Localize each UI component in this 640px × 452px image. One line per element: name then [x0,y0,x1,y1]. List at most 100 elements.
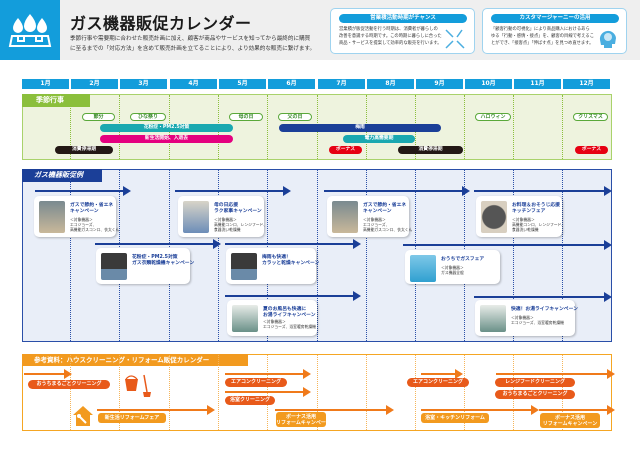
month-divider [562,95,563,159]
card-title: 梅雨も快適！ カラッと乾燥キャンペーン [262,255,320,266]
campaign-arrow [35,186,131,196]
campaign-card[interactable]: おうちでガスフェア ＜対象機器＞ ガス機器全般 [405,250,500,284]
month-divider [513,95,514,159]
product-photo [480,305,506,332]
month-header-10: 10月 [465,79,512,89]
month-divider [70,355,71,430]
product-photo [231,253,257,280]
month-divider [415,355,416,430]
month-divider [464,95,465,159]
month-divider [464,355,465,430]
reform-arrow [539,405,615,415]
reform-arrow [421,405,539,415]
brain-head-icon [596,28,618,50]
event-fathers-day: 父の日 [278,113,312,121]
info-box-customer-journey: カスタマージャーニーの活用 「顧客行動の可視化」により商品購入におけるあら ゆる… [482,8,627,54]
product-photo [410,255,436,282]
reform-arrow [97,405,215,415]
bar-rainy-season: 梅雨 [279,124,441,132]
card-title: 夏のお風呂も快適に お湯ライフキャンペーン [263,307,316,318]
month-divider [317,355,318,430]
reform-arrow [275,405,394,415]
campaign-arrow [225,239,361,249]
reform-arrow [225,369,311,379]
month-header-4: 4月 [170,79,217,89]
pill-rangehood-cleaning: レンジフードクリーニング [495,378,575,387]
box-bonus-reform-winter: ボーナス活用 リフォームキャンペーン [540,413,600,428]
campaign-card[interactable]: 夏のお風呂も快適に お湯ライフキャンペーン ＜対象機器＞ エコジョーズ、浴室暖房… [227,300,317,336]
product-photo [332,201,358,233]
month-divider [218,355,219,430]
info-box-title: 営業積活動時期がチャンス [339,14,467,23]
bucket-broom-icon [122,373,152,401]
card-title: おうちでガスフェア [441,257,485,262]
box-new-life-reform: 新生活リフォームフェア [98,413,166,423]
month-divider [267,95,268,159]
campaign-arrow [474,186,612,196]
bar-bonus-summer: ボーナス [329,146,362,154]
pill-whole-house-cleaning-2: おうちまるごとクリーニング [495,390,575,399]
campaign-card[interactable]: 快適！お湯ライフキャンペーン ＜対象機器＞ エコジョーズ、浴室暖房乾燥機 [475,300,578,336]
box-bonus-reform-summer: ボーナス活用 リフォームキャンペーン [276,412,331,427]
card-title: 快適！お湯ライフキャンペーン [511,307,578,312]
pill-aircon-cleaning-2: エアコンクリーニング [407,378,469,387]
event-mothers-day: 母の日 [229,113,263,121]
campaign-card[interactable]: ガスで節約・省エネ キャンペーン ＜対象機器＞ エコジョーズ、 高機能ガスコンロ… [327,196,412,237]
bar-power-demand: 電力高需要期 [343,135,415,143]
card-title: 母の日応援 ラク家事キャンペーン [214,203,262,214]
card-target-products: ＜対象機器＞ 高機能コンロ、レンジフード、 食器洗い乾燥機 [512,217,566,232]
event-halloween: ハロウィン [475,113,511,121]
campaign-arrow [225,291,361,301]
month-header-11: 11月 [514,79,561,89]
house-wrench-icon [72,405,94,427]
month-header-7: 7月 [318,79,365,89]
bar-consumption-slump-2: 消費停滞期 [398,146,463,154]
month-divider [70,170,71,341]
campaign-card[interactable]: ガスで節約・省エネ キャンペーン ＜対象機器＞ エコジョーズ、 高機能ガスコンロ… [34,196,120,237]
event-christmas: クリスマス [573,113,608,121]
month-divider [366,170,367,341]
event-hinamatsuri: ひな祭り [130,113,166,121]
month-header-9: 9月 [416,79,463,89]
info-box-text: 営業積が販促活動を行う時期は、消費者が暮らしの 改善を意識する時期です。この時期… [339,27,442,46]
reform-arrow [24,369,72,379]
product-photo [183,201,209,233]
campaign-arrow [474,292,612,302]
product-photo [39,201,65,233]
month-header-6: 6月 [268,79,315,89]
campaign-card[interactable]: 母の日応援 ラク家事キャンペーン ＜対象機器＞ 高機能コンロ、レンジフード、 食… [178,196,268,237]
bar-consumption-slump-1: 消費停滞期 [55,146,113,154]
month-divider [513,170,514,341]
product-photo [481,201,507,233]
reform-section-label: 参考資料：ハウスクリーニング・リフォーム販促カレンダー [22,354,248,366]
product-photo [232,305,258,332]
month-divider [562,170,563,341]
info-box-text: 「顧客行動の可視化」により商品購入におけるあら ゆる「行動・感情・接点」を、顧客… [491,27,594,46]
reform-arrow [225,387,311,397]
bar-bonus-winter: ボーナス [575,146,608,154]
card-target-products: ＜対象機器＞ 高機能コンロ、レンジフード、 食器洗い乾燥機 [214,217,268,232]
pill-aircon-cleaning: エアコンクリーニング [225,378,287,387]
campaign-card[interactable]: 梅雨も快適！ カラッと乾燥キャンペーン [226,248,320,284]
seasonal-section-label: 季節行事 [22,94,90,107]
campaign-card[interactable]: 花粉症・PM2.5対策 ガス衣類乾燥機キャンペーン [96,248,194,284]
pill-whole-house-cleaning: おうちまるごとクリーニング [28,380,110,389]
campaign-arrow [403,240,612,250]
card-target-products: ＜対象機器＞ エコジョーズ、 高機能ガスコンロ、衣太くん [70,217,120,232]
converging-arrows-icon [444,28,466,50]
product-photo [101,253,127,280]
page-title: ガス機器販促カレンダー [70,14,252,33]
month-divider [366,355,367,430]
description-line-1: 季節行事や需要期に合わせた販売計画に加え、顧客が商品やサービスを知ってから最終的… [70,36,311,42]
month-divider [70,95,71,159]
bar-new-life: 新生活開始、入退去 [100,135,233,143]
card-title: ガスで節約・省エネ キャンペーン [363,203,407,214]
month-divider [119,355,120,430]
gas-section-label: ガス機器販促例 [22,169,102,182]
month-divider [317,170,318,341]
campaign-arrow [175,186,291,196]
campaign-card[interactable]: お料理＆おそうじ応援 キッチンフェア ＜対象機器＞ 高機能コンロ、レンジフード、… [476,196,566,237]
card-target-products: ＜対象機器＞ エコジョーズ、浴室暖房乾燥機 [511,315,564,325]
event-setsubun: 節分 [82,113,115,121]
month-header-2: 2月 [71,79,118,89]
